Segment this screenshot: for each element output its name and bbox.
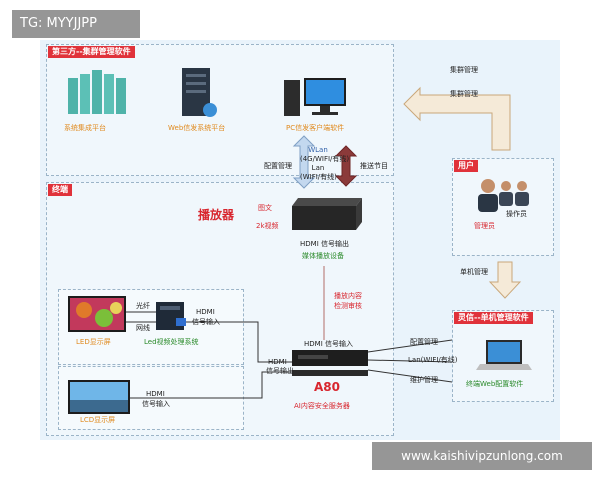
config-mgmt-arrow: [292, 135, 316, 189]
pc-client-label: PC信发客户端软件: [286, 124, 345, 132]
web-config-software-label: 终端Web配置软件: [466, 380, 524, 388]
top-watermark: TG: MYYJJPP: [12, 10, 140, 38]
player-input-2: 2k视频: [256, 222, 279, 230]
operator-label: 操作员: [506, 210, 527, 218]
led-screen-label: LED显示屏: [76, 338, 111, 346]
user-title: 用户: [454, 160, 478, 172]
led-to-server-line: [186, 321, 292, 363]
lcd-screen-icon: [68, 380, 130, 414]
media-device-label: 媒体播放设备: [302, 252, 344, 260]
server-name-label: A80: [314, 380, 340, 394]
push-program-arrow: [334, 145, 358, 187]
web-platform-label: Web信发系统平台: [168, 124, 226, 132]
a80-server-icon: [292, 350, 368, 376]
lan-label: Lan: [311, 164, 325, 172]
lan-line: [367, 359, 453, 363]
bottom-watermark: www.kaishivipzunlong.com: [372, 442, 592, 470]
single-mgmt-arrow: [488, 261, 522, 299]
admin-label: 管理员: [474, 222, 495, 230]
review-label-2: 检测审核: [334, 302, 362, 310]
lan-detail-label: (WIFI/有线): [300, 173, 337, 181]
review-label-1: 播放内容: [334, 292, 362, 300]
system-integration-icon: [68, 70, 126, 114]
third-party-title: 第三方--集群管理软件: [48, 46, 135, 58]
hdmi-out-label: HDMI 信号输出: [300, 240, 349, 248]
player-label: 播放器: [198, 208, 235, 222]
lan-side-label: Lan(WIFI/有线): [408, 356, 458, 364]
single-mgmt-label: 单机管理: [460, 268, 488, 276]
cluster-mgmt-label-1: 集群管理: [450, 66, 478, 74]
led-screen-icon: [68, 296, 126, 332]
led-hdmi-label-2: 信号输入: [192, 318, 220, 326]
lcd-hdmi-label-2: 信号输入: [142, 400, 170, 408]
media-player-icon: [292, 198, 362, 230]
lcd-hdmi-label-1: HDMI: [146, 390, 165, 398]
hdmi-in-top-label: HDMI 信号输入: [304, 340, 353, 348]
terminal-title: 终端: [48, 184, 72, 196]
hdmi-left-label-2: 信号输出: [266, 367, 294, 375]
lcd-to-server-line: [130, 371, 292, 399]
config-line: [367, 339, 453, 353]
maintain-line: [367, 369, 453, 383]
web-server-icon: [182, 68, 217, 117]
server-desc-label: AI内容安全服务器: [294, 402, 350, 410]
led-hdmi-label-1: HDMI: [196, 308, 215, 316]
cluster-mgmt-label-2: 集群管理: [450, 90, 478, 98]
push-program-label: 推送节目: [360, 162, 388, 170]
led-processor-label: Led视频处理系统: [144, 338, 199, 346]
user-group-icon: [478, 179, 529, 212]
single-mgmt-title: 灵信--单机管理软件: [454, 312, 533, 324]
laptop-icon: [476, 340, 532, 370]
user-box: [452, 158, 554, 256]
wlan-detail-label: (4G/WIFI/有线): [300, 155, 350, 163]
led-processor-icon: [156, 302, 186, 330]
system-integration-label: 系统集成平台: [64, 124, 106, 132]
maintain-side-label: 维护管理: [410, 376, 438, 384]
pc-client-icon: [284, 78, 346, 116]
lcd-screen-label: LCD显示屏: [80, 416, 116, 424]
cluster-mgmt-arrow: [403, 86, 511, 151]
hdmi-left-label-1: HDMI: [268, 358, 287, 366]
wlan-label: WLan: [308, 146, 328, 154]
player-input-1: 图文: [258, 204, 272, 212]
fiber-label: 光纤: [136, 302, 150, 310]
network-label: 网线: [136, 324, 150, 332]
config-mgmt-label: 配置管理: [264, 162, 292, 170]
config-mgmt-side-label: 配置管理: [410, 338, 438, 346]
